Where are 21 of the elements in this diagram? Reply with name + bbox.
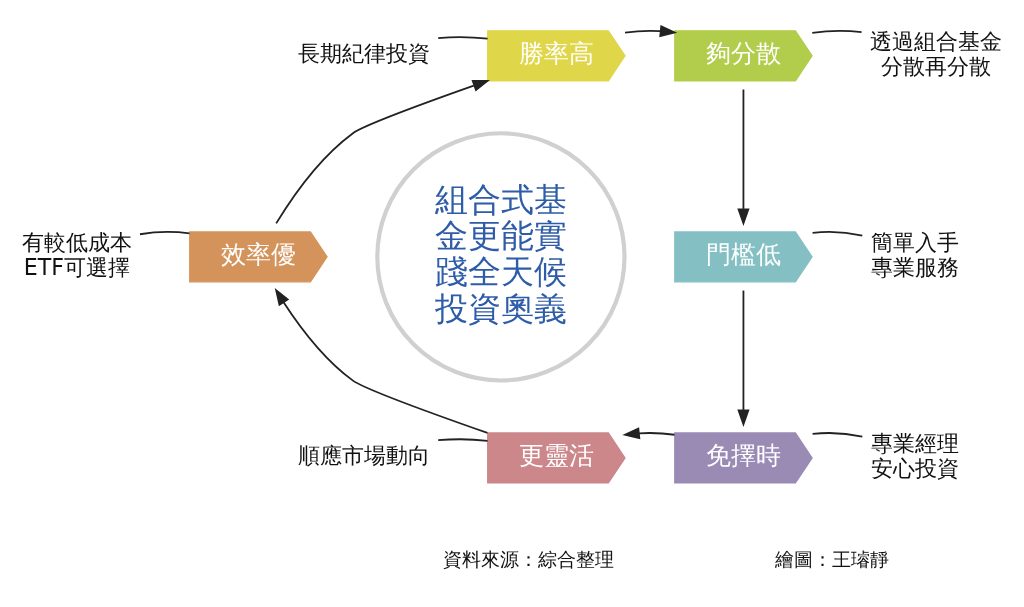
arrow	[275, 79, 490, 224]
arrow	[274, 287, 489, 434]
arrow	[624, 24, 678, 37]
label: 繪圖：王璿靜	[775, 547, 890, 571]
connector	[811, 29, 863, 34]
arrow	[622, 426, 676, 439]
node-text: 有較低成本ETF可選擇	[21, 228, 132, 280]
connector	[437, 437, 489, 442]
label: 資料來源：綜合整理	[443, 547, 615, 571]
node-text: 長期紀律投資	[297, 39, 430, 66]
arrow	[737, 88, 750, 226]
node-text: 順應市場動向	[297, 441, 430, 468]
arrow	[737, 289, 750, 427]
connector	[437, 35, 489, 39]
node-circle: 組合式基金更能實踐全天候投資奧義	[375, 130, 627, 383]
connector	[139, 230, 191, 235]
node-text: 透過組合基金分散再分散	[870, 27, 1003, 79]
node-text: 專業經理安心投資	[871, 429, 960, 481]
connector	[811, 230, 864, 236]
connector	[811, 431, 864, 438]
node-text: 簡單入手專業服務	[871, 228, 960, 280]
